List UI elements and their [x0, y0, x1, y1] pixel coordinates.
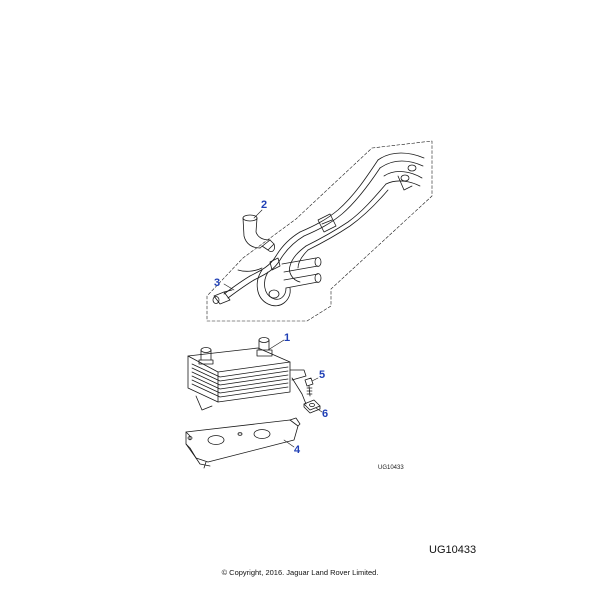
bolt-part — [304, 377, 314, 397]
figure-reference-code: UG10433 — [429, 544, 477, 556]
callout-5: 5 — [319, 369, 325, 381]
pipe-assembly-dashed-outline — [206, 140, 433, 322]
leader-line-1 — [267, 339, 285, 351]
callout-2: 2 — [261, 199, 267, 211]
oil-cooler — [187, 337, 307, 411]
callout-3: 3 — [214, 277, 220, 289]
cooler-pipe-assembly — [212, 152, 425, 307]
leader-line-2 — [253, 209, 263, 219]
leader-line-4 — [283, 439, 295, 448]
diagram-ref-small: UG10433 — [378, 465, 404, 471]
copyright-notice: © Copyright, 2016. Jaguar Land Rover Lim… — [221, 568, 379, 577]
hose-part — [242, 214, 275, 252]
leader-line-5 — [311, 377, 319, 382]
callout-1: 1 — [284, 332, 290, 344]
bracket-part — [185, 417, 301, 469]
nut-part — [303, 399, 321, 414]
callout-6: 6 — [322, 408, 328, 420]
leader-line-6 — [315, 407, 323, 413]
leader-line-3 — [223, 283, 235, 291]
callout-4: 4 — [294, 444, 301, 456]
